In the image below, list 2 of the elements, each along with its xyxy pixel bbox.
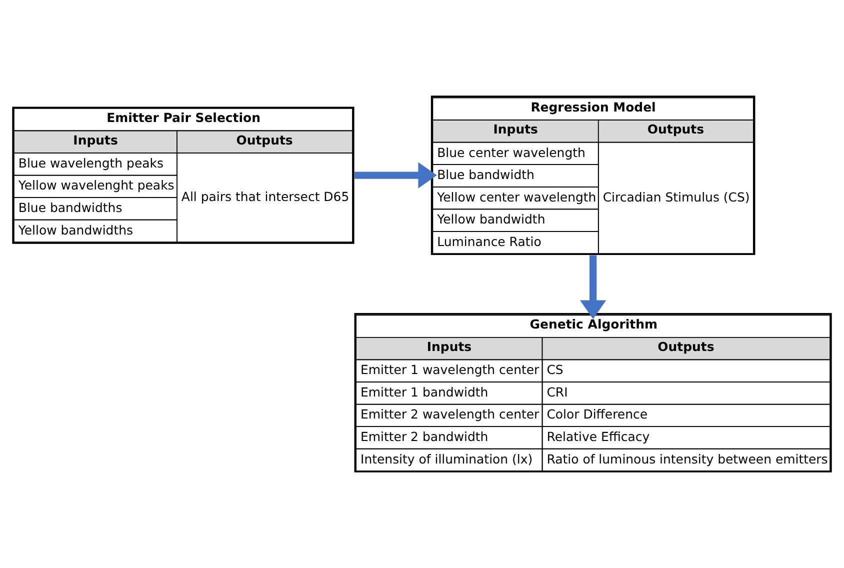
arrow bbox=[580, 255, 606, 319]
arrow bbox=[354, 162, 437, 188]
